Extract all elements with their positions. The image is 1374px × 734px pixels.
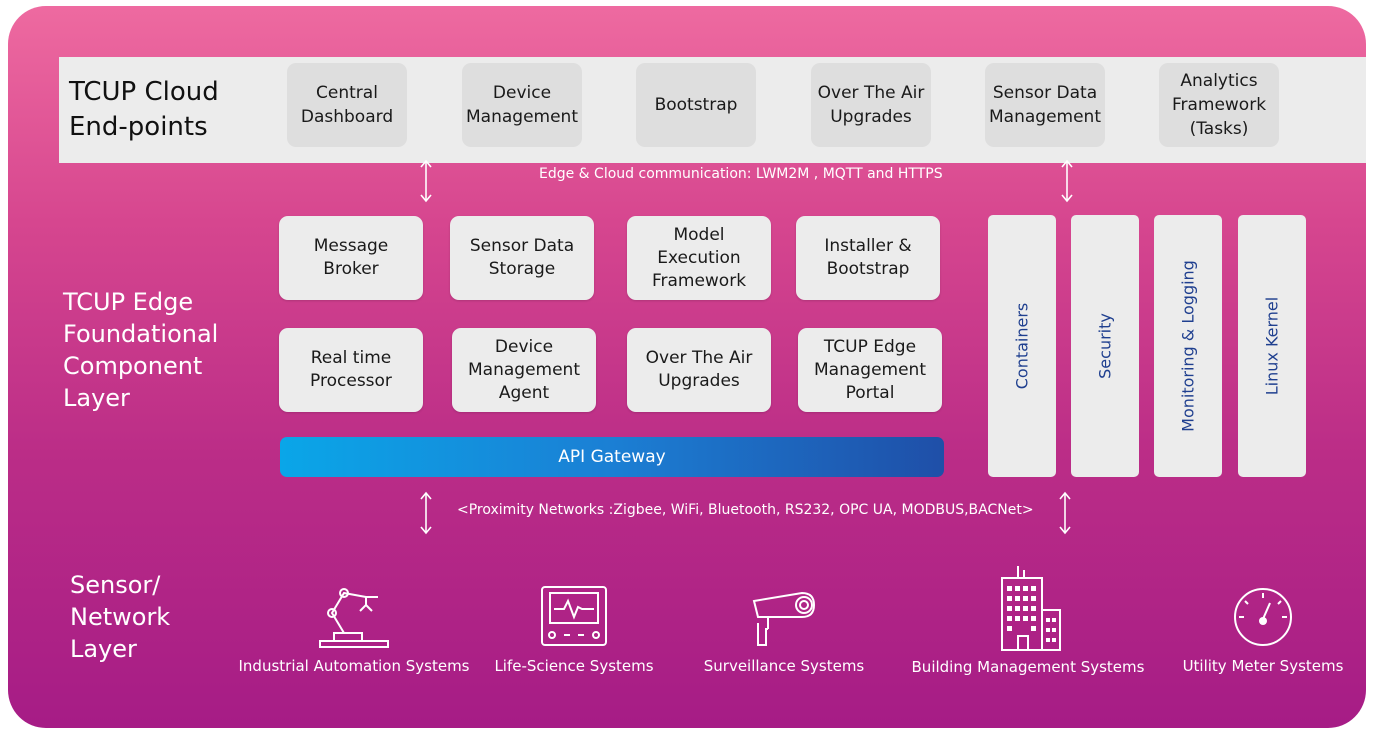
proximity-networks-text: <Proximity Networks :Zigbee, WiFi, Bluet… bbox=[457, 502, 1034, 518]
monitoring-logging-label: Monitoring & Logging bbox=[1178, 260, 1198, 432]
edge-box-message-broker: Message Broker bbox=[279, 216, 423, 300]
edge-box-model-execution-framework: Model Execution Framework bbox=[627, 216, 771, 300]
system-label-building: Building Management Systems bbox=[911, 658, 1145, 676]
vertical-box-monitoring-logging: Monitoring & Logging bbox=[1154, 215, 1222, 477]
cloud-box-ota-upgrades: Over The Air Upgrades bbox=[811, 63, 931, 147]
api-gateway-bar: API Gateway bbox=[280, 437, 944, 477]
proximity-arrow-right bbox=[1059, 491, 1071, 535]
cloud-box-sensor-data-management: Sensor Data Management bbox=[985, 63, 1105, 147]
edge-box-sensor-data-storage: Sensor Data Storage bbox=[450, 216, 594, 300]
system-label-utility: Utility Meter Systems bbox=[1182, 657, 1344, 675]
cloud-box-bootstrap: Bootstrap bbox=[636, 63, 756, 147]
edge-box-ota-upgrades: Over The Air Upgrades bbox=[627, 328, 771, 412]
system-building-management: Building Management Systems bbox=[908, 564, 1148, 676]
edge-box-management-portal: TCUP Edge Management Portal bbox=[798, 328, 942, 412]
vertical-box-containers: Containers bbox=[988, 215, 1056, 477]
edge-box-device-management-agent: Device Management Agent bbox=[452, 328, 596, 412]
proximity-arrow-left bbox=[420, 491, 432, 535]
system-label-life-science: Life-Science Systems bbox=[494, 657, 654, 675]
cloud-box-device-management: Device Management bbox=[462, 63, 582, 147]
cloud-edge-arrow-left bbox=[420, 159, 432, 203]
security-label: Security bbox=[1095, 313, 1115, 379]
cloud-layer-band: TCUP Cloud End-points Central Dashboard … bbox=[59, 57, 1366, 163]
system-label-industrial: Industrial Automation Systems bbox=[238, 657, 470, 675]
cloud-box-central-dashboard: Central Dashboard bbox=[287, 63, 407, 147]
cloud-comm-text: Edge & Cloud communication: LWM2M , MQTT… bbox=[539, 166, 943, 182]
robot-arm-icon bbox=[319, 588, 389, 648]
system-label-surveillance: Surveillance Systems bbox=[703, 657, 865, 675]
meter-gauge-icon bbox=[1234, 588, 1292, 646]
containers-label: Containers bbox=[1012, 302, 1032, 390]
vertical-box-security: Security bbox=[1071, 215, 1139, 477]
cctv-camera-icon bbox=[752, 591, 816, 646]
system-surveillance: Surveillance Systems bbox=[694, 583, 874, 675]
cloud-edge-arrow-right bbox=[1061, 159, 1073, 203]
edge-box-installer-bootstrap: Installer & Bootstrap bbox=[796, 216, 940, 300]
building-icon bbox=[1001, 566, 1061, 651]
linux-kernel-label: Linux Kernel bbox=[1262, 296, 1282, 396]
cloud-layer-title: TCUP Cloud End-points bbox=[69, 77, 219, 142]
edge-box-real-time-processor: Real time Processor bbox=[279, 328, 423, 412]
sensor-layer-title: Sensor/ Network Layer bbox=[70, 571, 171, 663]
cloud-box-analytics-framework: Analytics Framework (Tasks) bbox=[1159, 63, 1279, 147]
system-industrial-automation: Industrial Automation Systems bbox=[224, 583, 484, 675]
vertical-box-linux-kernel: Linux Kernel bbox=[1238, 215, 1306, 477]
architecture-panel: TCUP Cloud End-points Central Dashboard … bbox=[8, 6, 1366, 728]
edge-layer-title: TCUP Edge Foundational Component Layer bbox=[63, 288, 219, 412]
system-utility-meter: Utility Meter Systems bbox=[1168, 583, 1358, 675]
ecg-monitor-icon bbox=[541, 586, 607, 646]
system-life-science: Life-Science Systems bbox=[484, 583, 664, 675]
